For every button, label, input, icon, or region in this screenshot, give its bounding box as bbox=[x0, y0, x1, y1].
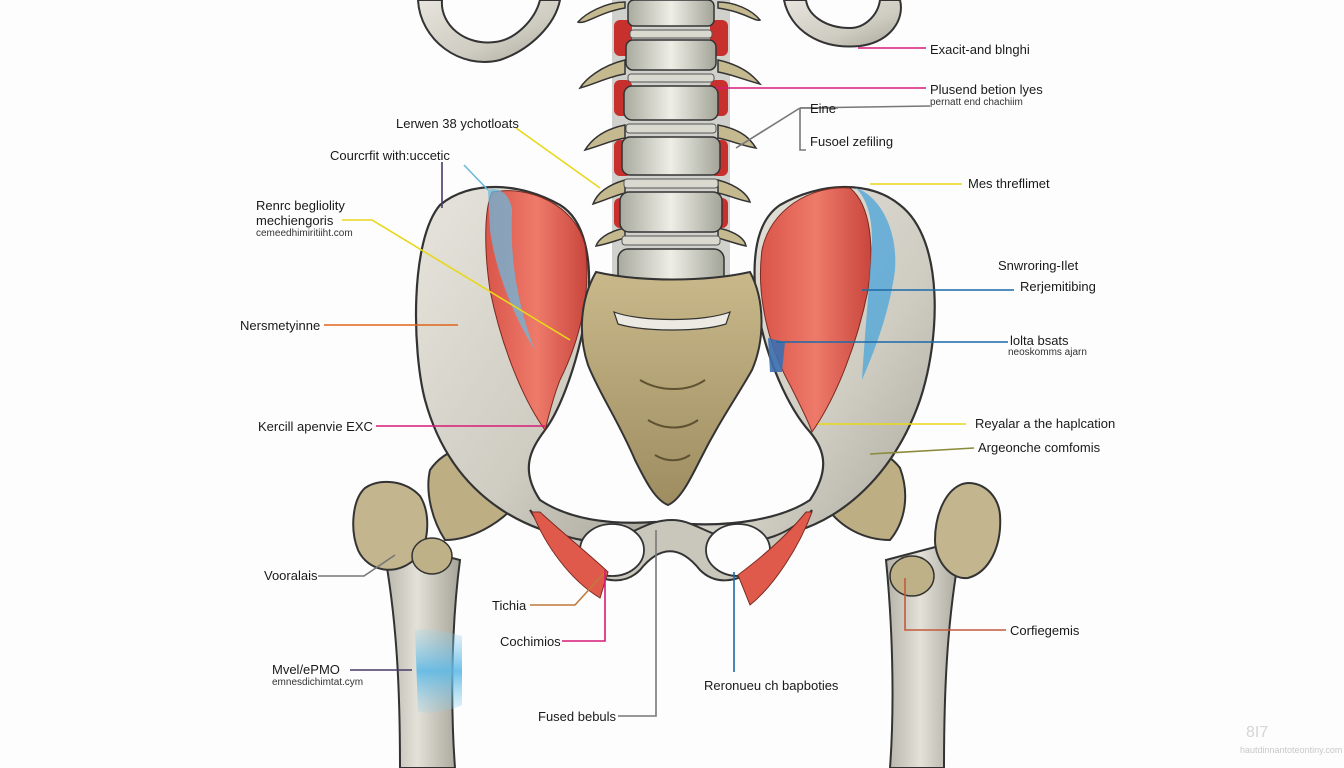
label-renrc-2: mechiengoris bbox=[256, 213, 334, 228]
label-vooralais: Vooralais bbox=[264, 568, 318, 583]
sacrum bbox=[580, 270, 763, 507]
label-mes: Mes threflimet bbox=[968, 176, 1050, 191]
label-mvel: Mvel/ePMO bbox=[272, 662, 340, 677]
label-nersmety: Nersmetyinne bbox=[240, 318, 321, 333]
label-corfiegemis: Corfiegemis bbox=[1010, 623, 1080, 638]
label-courcrfit: Courcrfit with:uccetic bbox=[330, 148, 450, 163]
label-eine: Eine bbox=[810, 101, 837, 116]
label-renrc-1: Renrc begliolity bbox=[256, 198, 345, 213]
label-snworing: Snwroring-Ilet bbox=[998, 258, 1079, 273]
label-cochimios: Cochimios bbox=[500, 634, 561, 649]
left-femur bbox=[352, 445, 522, 768]
leader-lines bbox=[318, 47, 1014, 717]
label-tichia: Tichia bbox=[492, 598, 527, 613]
label-plusend: Plusend betion lyes bbox=[930, 82, 1043, 97]
label-lolta: lolta bsats bbox=[1010, 333, 1069, 348]
label-mvel-sub: emnesdichimtat.cym bbox=[272, 677, 364, 688]
label-fusel: Fusoel zefiling bbox=[810, 134, 894, 149]
label-lerwen: Lerwen 38 ychotloats bbox=[396, 116, 519, 131]
label-plusend-sub: pernatt end chachiim bbox=[930, 97, 1023, 108]
label-reriemi: Rerjemitibing bbox=[1020, 279, 1096, 294]
label-reronueu: Reronueu ch bapboties bbox=[704, 678, 839, 693]
lumbar-spine bbox=[576, 0, 763, 300]
watermark-logo: 8I7 bbox=[1246, 724, 1269, 741]
label-fused-bebuls: Fused bebuls bbox=[538, 709, 617, 724]
label-lolta-sub: neoskomms ajarn bbox=[1008, 347, 1087, 358]
label-renrc-sub: cemeedhimiritiiht.com bbox=[256, 228, 353, 239]
iliacus-muscles bbox=[485, 187, 896, 606]
rib-fragments bbox=[416, 0, 902, 63]
label-argeonche: Argeonche comfomis bbox=[978, 440, 1101, 455]
label-reyalar: Reyalar a the haplcation bbox=[975, 416, 1116, 431]
label-exacit: Exacit-and blnghi bbox=[930, 42, 1030, 57]
watermark-url: hautdinnantoteontiny.com bbox=[1240, 745, 1343, 755]
label-kercill: Kercill apenvie EXC bbox=[258, 419, 373, 434]
